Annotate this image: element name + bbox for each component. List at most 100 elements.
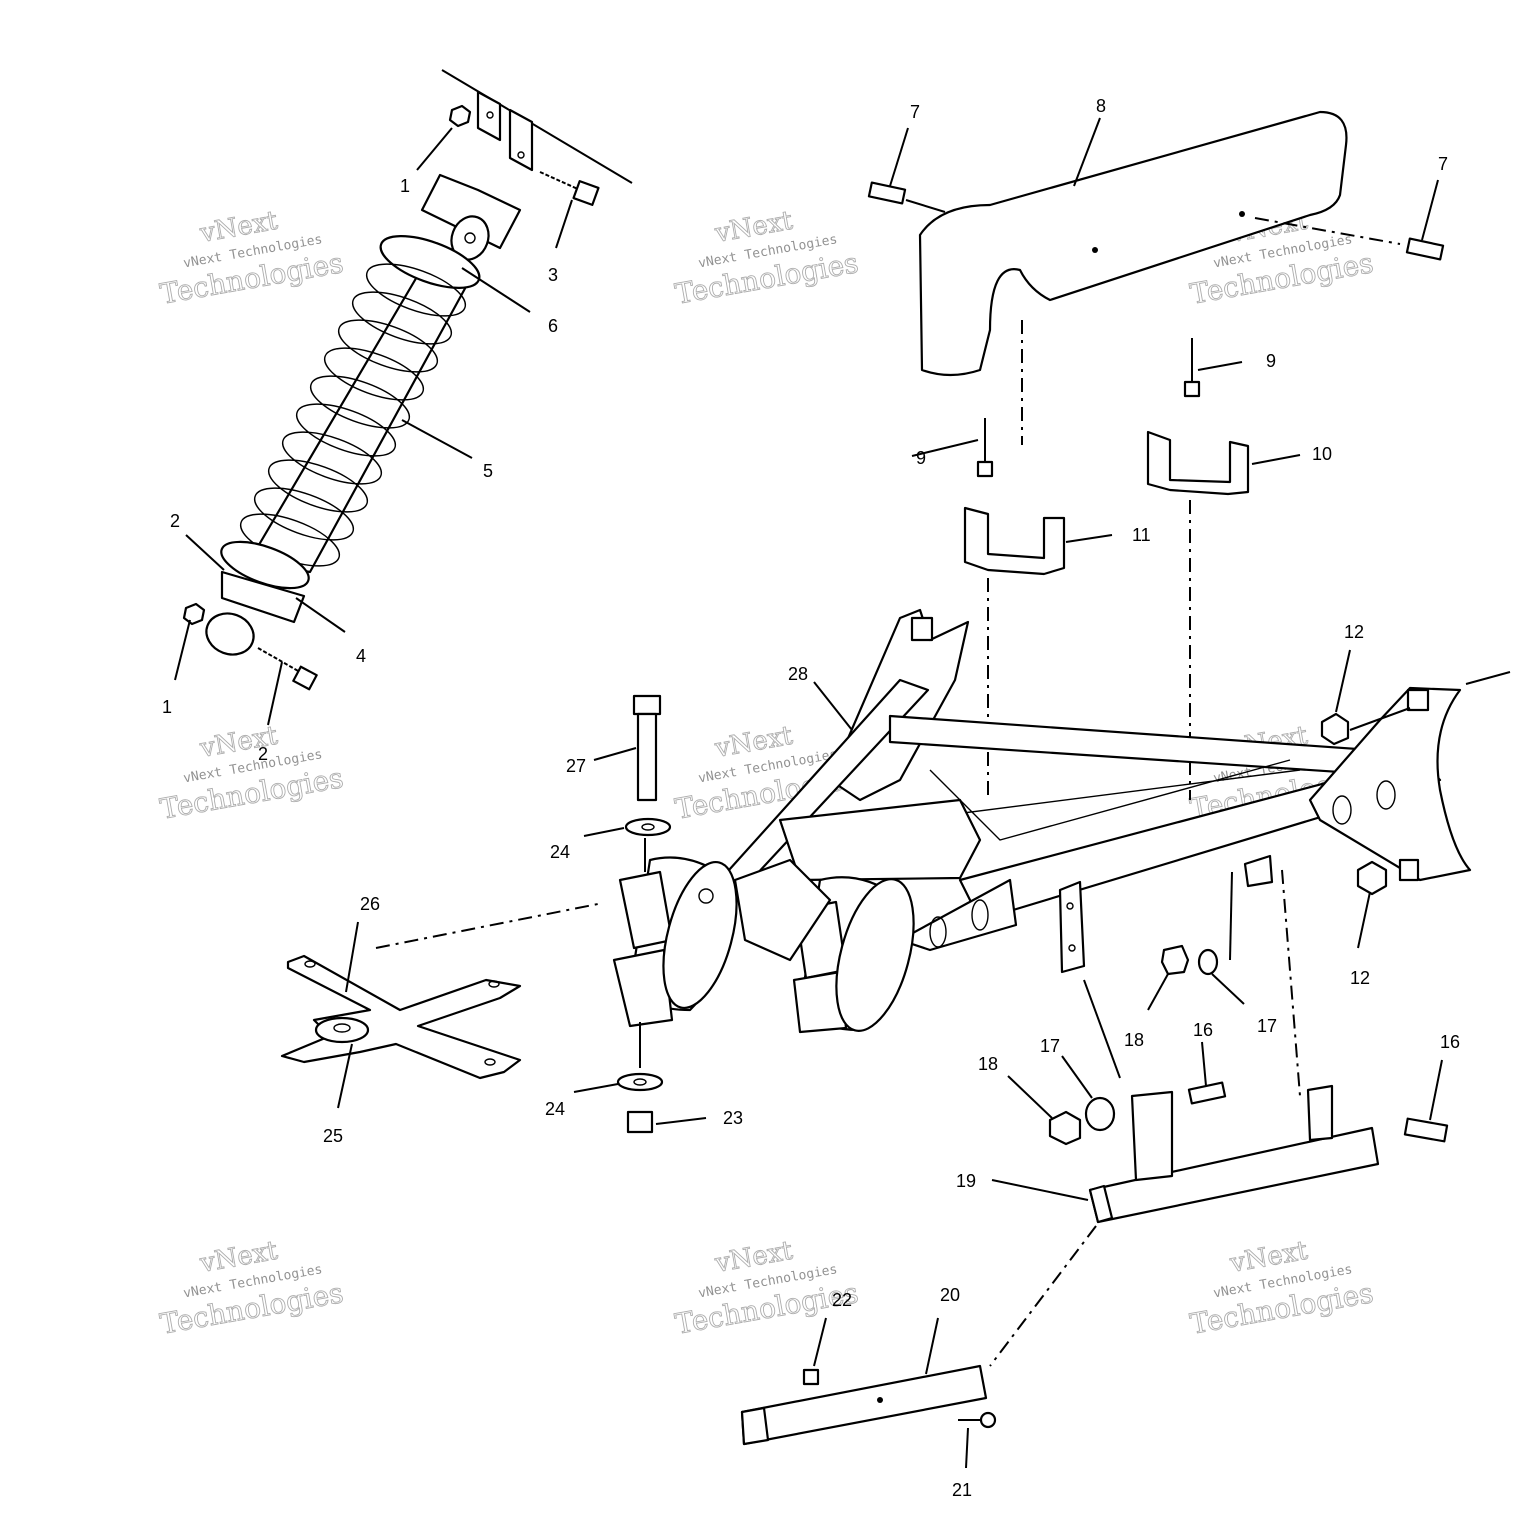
cross-plate xyxy=(280,954,522,1080)
shock-lower-eye xyxy=(205,612,255,656)
callout-25: 25 xyxy=(323,1126,343,1146)
shaft-guide-line xyxy=(1281,869,1301,1097)
callout-22: 22 xyxy=(832,1290,852,1310)
cross-plate-hub xyxy=(314,1016,370,1044)
callout-2b: 2 xyxy=(258,744,268,764)
frame-nut-lower xyxy=(1356,860,1388,896)
left-slide-block-lower xyxy=(612,948,674,1028)
cover-bolt-left xyxy=(867,181,907,205)
callout-9b: 9 xyxy=(916,448,926,468)
washer-upper xyxy=(624,817,672,837)
callout-16b: 16 xyxy=(1440,1032,1460,1052)
callout-24b: 24 xyxy=(545,1099,565,1119)
cover-bolt-left-line xyxy=(905,199,946,213)
frame-gusset xyxy=(898,878,1018,952)
left-wheel-disc xyxy=(662,860,738,1010)
callout-20: 20 xyxy=(940,1285,960,1305)
callout-7b: 7 xyxy=(1438,154,1448,174)
rail-tab-hole xyxy=(1066,902,1074,910)
watermark: vNext vNext Technologies Technologies xyxy=(157,1235,346,1341)
cover-bolt-right xyxy=(1405,237,1445,261)
rivet-right-head xyxy=(1183,380,1201,398)
shock-absorber-assembly xyxy=(182,69,633,691)
callout-16a: 16 xyxy=(1193,1020,1213,1040)
frame-mount-block xyxy=(1398,858,1420,882)
frame-brace xyxy=(929,759,1291,841)
watermark: vNext vNext Technologies Technologies xyxy=(1187,1235,1376,1341)
leader-lines xyxy=(174,117,1443,1469)
lower-bolt-head xyxy=(292,665,318,691)
shaft-guide-line xyxy=(989,1225,1097,1367)
shaft-guide-line xyxy=(1083,979,1121,1079)
cover-hole xyxy=(1092,247,1098,253)
cross-shaft-lower xyxy=(740,1364,988,1446)
callout-labels: 1 3 6 5 2 4 1 2 7 8 7 9 9 10 11 12 12 28… xyxy=(162,96,1460,1500)
mount-hole xyxy=(486,111,494,119)
frame-plate-hole xyxy=(1376,780,1396,810)
upper-mount-plate-right xyxy=(508,108,534,172)
clip-bracket-upper xyxy=(1146,430,1250,496)
callout-8: 8 xyxy=(1096,96,1106,116)
cross-plate-hub-hole xyxy=(333,1023,351,1033)
cover-hole xyxy=(1239,211,1245,217)
spacer-washer xyxy=(1197,948,1219,976)
washer-upper-hole xyxy=(641,823,655,831)
callout-6: 6 xyxy=(548,316,558,336)
gusset-hole xyxy=(971,899,989,931)
cross-shaft-bracket-right xyxy=(1306,1084,1334,1142)
callout-1a: 1 xyxy=(400,176,410,196)
upper-bolt-shank xyxy=(539,171,581,191)
cross-shaft-hole xyxy=(877,1397,883,1403)
watermark: vNext vNext Technologies Technologies xyxy=(157,720,346,826)
hardware-group xyxy=(1048,944,1449,1146)
watermark: vNext vNext Technologies Technologies xyxy=(157,205,346,311)
callout-19: 19 xyxy=(956,1171,976,1191)
cross-shaft-bracket-left xyxy=(1130,1090,1174,1182)
cross-plate-hole xyxy=(304,960,316,968)
lower-shaft-assembly xyxy=(740,869,1380,1446)
frame-plate-hole xyxy=(1332,795,1352,825)
cross-shaft-upper-end xyxy=(1088,1184,1114,1224)
upper-bolt-head xyxy=(572,180,600,206)
cross-plate-hole xyxy=(484,1058,496,1066)
chain-guard-cover xyxy=(918,110,1348,377)
washer-nut-lower xyxy=(1084,1096,1116,1132)
spacer-nut xyxy=(1160,944,1190,976)
frame-nut-upper-line xyxy=(1349,707,1411,731)
lock-nut xyxy=(626,1110,654,1134)
callout-9a: 9 xyxy=(1266,351,1276,371)
frame-nut-upper xyxy=(1320,712,1350,746)
rail-tab xyxy=(1243,854,1274,888)
cover-assembly xyxy=(867,110,1445,800)
washer-lower-hole xyxy=(633,1078,647,1086)
nut-lower xyxy=(1048,1110,1082,1146)
right-wheel-disc xyxy=(835,878,915,1032)
frame-mount-block xyxy=(910,616,934,642)
callout-27: 27 xyxy=(566,756,586,776)
shaft-guide-line xyxy=(1229,871,1233,961)
callout-10: 10 xyxy=(1312,444,1332,464)
frame-edge-stub xyxy=(1465,671,1511,685)
pivot-bolt-head xyxy=(632,694,662,716)
right-slide-block-lower xyxy=(792,970,848,1034)
cross-plate-guide-line xyxy=(375,903,599,949)
callout-24a: 24 xyxy=(550,842,570,862)
shaft-nut xyxy=(802,1368,820,1386)
lower-bolt-shank xyxy=(257,647,301,673)
rear-frame-assembly xyxy=(612,608,1511,1034)
callout-5: 5 xyxy=(483,461,493,481)
rail-tab xyxy=(1058,880,1086,974)
callout-1b: 1 xyxy=(162,697,172,717)
upper-mount-plate-left xyxy=(476,90,502,142)
callout-2: 2 xyxy=(170,511,180,531)
pivot-bolt-stack xyxy=(616,694,672,1134)
pivot-bolt-shank xyxy=(636,712,658,802)
callout-11: 11 xyxy=(1132,525,1151,545)
cross-plate-hole xyxy=(488,980,500,988)
frame-mount-block xyxy=(1406,688,1430,712)
cross-shaft-lower-end xyxy=(740,1406,770,1446)
callout-17b: 17 xyxy=(1257,1016,1277,1036)
callout-26: 26 xyxy=(360,894,380,914)
frame-edge-line xyxy=(441,69,633,184)
